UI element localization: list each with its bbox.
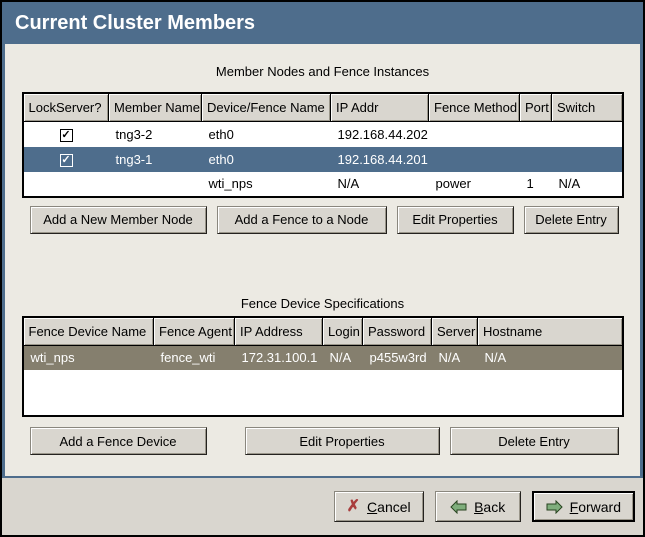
members-button-row: Add a New Member Node Add a Fence to a No… (23, 205, 623, 234)
table-cell: eth0 (208, 126, 234, 142)
column-header-ip-addr[interactable]: IP Addr (330, 92, 429, 122)
column-header-login[interactable]: Login (322, 316, 363, 346)
edit-properties-button[interactable]: Edit Properties (244, 427, 440, 455)
table-cell (428, 146, 520, 172)
add-a-new-member-node-button[interactable]: Add a New Member Node (29, 205, 207, 234)
table-cell: 1 (526, 176, 534, 191)
table-cell (109, 172, 202, 197)
table-cell (429, 122, 520, 147)
lockserver-checkbox[interactable]: ✓ (59, 128, 73, 142)
table-cell (552, 122, 623, 147)
empty-table-area (23, 370, 623, 416)
page-title: Current Cluster Members (2, 2, 643, 44)
arrow-left-icon (450, 499, 467, 514)
delete-entry-button[interactable]: Delete Entry (449, 427, 619, 455)
table-cell (520, 122, 552, 147)
back-label: Back (474, 498, 506, 515)
table-cell: N/A (558, 176, 581, 191)
cancel-label: Cancel (367, 498, 411, 515)
column-header-ip-address[interactable]: IP Address (234, 316, 323, 346)
table-cell: N/A (337, 176, 360, 191)
cancel-button[interactable]: ✗ Cancel (333, 491, 424, 522)
table-cell: 192.168.44.202 (337, 126, 428, 142)
column-header-switch[interactable]: Switch (551, 92, 623, 122)
table-cell: N/A (431, 345, 478, 370)
table-cell: N/A (477, 345, 623, 370)
table-cell (519, 146, 552, 172)
table-cell: 172.31.100.1 (234, 345, 323, 370)
table-cell: tng3-2 (115, 126, 153, 142)
column-header-lockserver[interactable]: LockServer? (22, 92, 109, 122)
table-cell: wti_nps (208, 176, 253, 191)
table-cell: tng3-1 (108, 146, 202, 172)
fence-button-row: Add a Fence Device Edit Properties Delete … (23, 427, 623, 455)
table-cell: ✓ (22, 146, 109, 172)
table-cell (23, 172, 109, 197)
back-button[interactable]: Back (434, 491, 521, 522)
content-frame: Member Nodes and Fence Instances LockSer… (2, 44, 643, 478)
delete-entry-button[interactable]: Delete Entry (523, 205, 619, 234)
column-header-device-fence-name[interactable]: Device/Fence Name (201, 92, 331, 122)
table-cell: eth0 (201, 146, 331, 172)
cancel-x-icon: ✗ (346, 497, 361, 515)
arrow-right-icon (546, 499, 563, 514)
add-a-fence-to-a-node-button[interactable]: Add a Fence to a Node (216, 205, 387, 234)
table-cell: 192.168.44.201 (330, 146, 429, 172)
forward-label: Forward (569, 498, 621, 515)
member-row[interactable]: ✓ tng3-2 eth0 192.168.44.202 (23, 122, 623, 147)
column-header-server[interactable]: Server (431, 316, 478, 346)
table-cell: p455w3rd (362, 345, 432, 370)
column-header-fence-device-name[interactable]: Fence Device Name (22, 316, 154, 346)
edit-properties-button[interactable]: Edit Properties (396, 205, 514, 234)
table-cell: N/A (322, 345, 363, 370)
column-header-fence-agent[interactable]: Fence Agent (153, 316, 235, 346)
column-header-fence-method[interactable]: Fence Method (428, 92, 520, 122)
column-header-password[interactable]: Password (362, 316, 432, 346)
table-cell: wti_nps (22, 345, 154, 370)
member-row[interactable]: wti_nps N/A power 1 N/A (23, 172, 623, 197)
fence-table-caption: Fence Device Specifications (240, 295, 405, 311)
wizard-nav-bar: ✗ Cancel Back Forward (2, 478, 643, 535)
column-header-member-name[interactable]: Member Name (108, 92, 202, 122)
table-cell: power (435, 176, 471, 191)
table-cell (551, 146, 623, 172)
column-header-hostname[interactable]: Hostname (477, 316, 623, 346)
add-a-fence-device-button[interactable]: Add a Fence Device (29, 427, 207, 455)
table-cell: ✓ (23, 122, 109, 147)
members-table-caption: Member Nodes and Fence Instances (215, 64, 430, 79)
column-header-port[interactable]: Port (519, 92, 552, 122)
forward-button[interactable]: Forward (531, 491, 635, 522)
lockserver-checkbox[interactable]: ✓ (59, 153, 73, 167)
table-cell: fence_wti (153, 345, 235, 370)
